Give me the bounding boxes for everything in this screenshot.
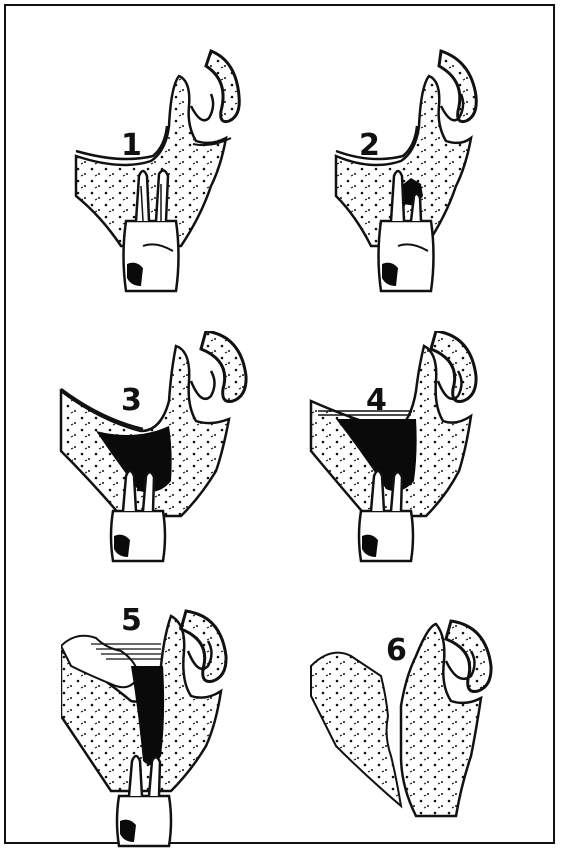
panel-1: 1 <box>61 46 311 296</box>
panel-2: 2 <box>331 46 563 296</box>
panel-1-illustration <box>61 46 311 296</box>
bone-fragment-left <box>311 653 401 806</box>
panel-6-illustration <box>306 606 556 856</box>
turbinate <box>201 331 246 402</box>
panel-6: 6 <box>306 606 556 856</box>
panel-3: 3 <box>51 331 301 581</box>
panel-4: 4 <box>306 331 556 581</box>
turbinate <box>446 621 491 692</box>
panel-2-illustration <box>331 46 563 296</box>
panel-5: 5 <box>61 606 311 856</box>
panel-4-illustration <box>306 331 556 581</box>
panel-5-illustration <box>61 606 311 856</box>
figure-frame: 1 <box>4 4 555 844</box>
turbinate <box>181 611 226 682</box>
panel-3-illustration <box>51 331 301 581</box>
turbinate <box>431 331 476 402</box>
